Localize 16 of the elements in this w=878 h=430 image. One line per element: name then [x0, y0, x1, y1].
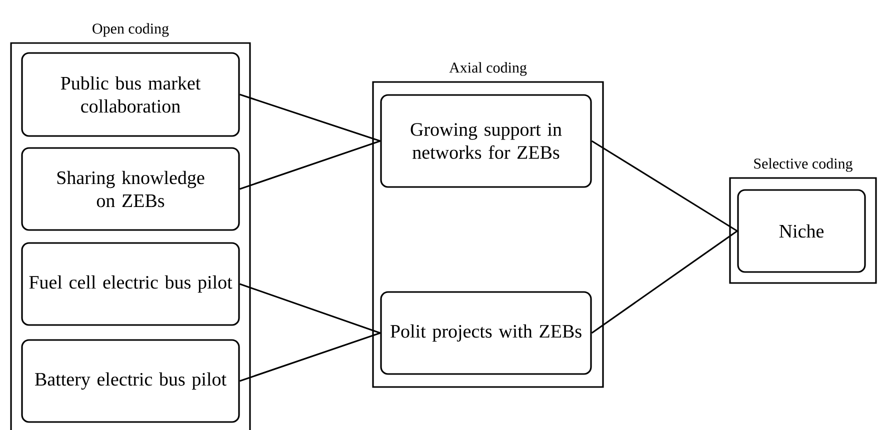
code-box: Niche — [737, 189, 866, 273]
connector-line — [240, 140, 380, 190]
connector-line — [591, 230, 738, 334]
group-heading: Axial coding — [449, 62, 527, 76]
code-box: Battery electric bus pilot — [21, 339, 240, 423]
group-heading: Open coding — [92, 23, 169, 37]
connector-line — [240, 94, 380, 142]
connector-line — [591, 140, 738, 232]
connector-line — [240, 283, 380, 334]
code-box: Public bus market collaboration — [21, 52, 240, 137]
group-heading: Selective coding — [754, 158, 852, 172]
connector-line — [240, 332, 380, 382]
code-box: Sharing knowledge on ZEBs — [21, 147, 240, 231]
code-box: Polit projects with ZEBs — [380, 291, 592, 375]
code-box: Fuel cell electric bus pilot — [21, 242, 240, 326]
code-box: Growing support in networks for ZEBs — [380, 94, 592, 188]
